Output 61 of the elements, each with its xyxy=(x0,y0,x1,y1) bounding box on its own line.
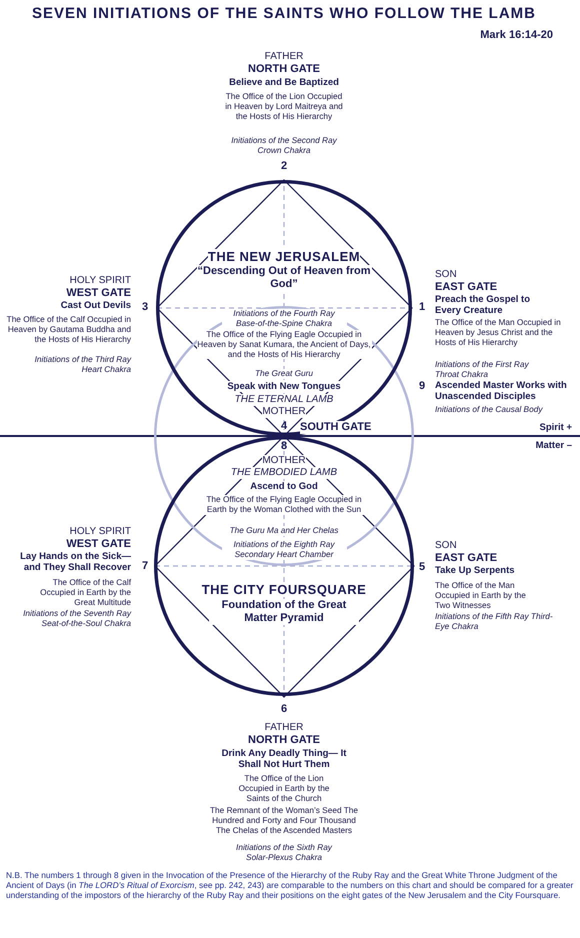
body-text: The Office of the Flying Eagle Occupied in Heaven by Sanat Kumara, the Ancient of Days, and the Hosts of His Hierarchy xyxy=(196,330,372,360)
gate-title: FATHER xyxy=(264,51,304,63)
bold-text: Foundation of the Great Matter Pyramid xyxy=(209,599,359,625)
gate-number: 1 xyxy=(418,301,426,314)
gate-number: 8 xyxy=(280,440,288,453)
gate-heading: NORTH GATE xyxy=(248,734,320,747)
bold-text: Drink Any Deadly Thing— It Shall Not Hurt Them xyxy=(220,748,348,770)
body-text: The Office of the Man Occupied in Heaven by Jesus Christ and the Hosts of His Hierarchy xyxy=(435,318,562,348)
gate-heading: SOUTH GATE xyxy=(300,421,372,434)
chart-title: SEVEN INITIATIONS OF THE SAINTS WHO FOLLOW THE LAMB xyxy=(32,5,536,23)
italic-note: Initiations of the Eighth Ray Secondary Heart Chamber xyxy=(222,540,346,560)
gate-title: HOLY SPIRIT xyxy=(70,526,131,538)
bold-text: Ascended Master Works with Unascended Disciples xyxy=(435,380,568,402)
bold-text: Cast Out Devils xyxy=(60,300,131,312)
gate-number: 2 xyxy=(280,160,288,173)
gate-number: 7 xyxy=(142,560,148,573)
body-text: The Remnant of the Woman’s Seed The Hundred and Forty and Four Thousand The Chelas of the Ascended Masters xyxy=(209,806,359,836)
circle-heading: THE NEW JERUSALEM xyxy=(208,249,360,264)
gate-number: 4 xyxy=(280,420,288,433)
italic-note: Initiations of the Second Ray Crown Chakra xyxy=(230,136,338,156)
italic-note: Initiations of the Seventh Ray Seat-of-the-Soul Chakra xyxy=(22,609,131,629)
body-text: The Office of the Lion Occupied in Earth by the Saints of the Church xyxy=(238,774,330,804)
gate-number: 9 xyxy=(418,380,426,393)
gate-number: 6 xyxy=(280,703,288,716)
quote-text: “Descending Out of Heaven from God” xyxy=(196,265,372,291)
italic-note: The Great Guru xyxy=(254,369,314,379)
body-text: The Office of the Lion Occupied in Heaven by Lord Maitreya and the Hosts of His Hierarchy xyxy=(224,92,344,122)
scripture-reference: Mark 16:14-20 xyxy=(480,29,553,42)
gate-title: MOTHER xyxy=(262,406,306,418)
gate-title: SON xyxy=(435,269,457,281)
bold-text: Lay Hands on the Sick— and They Shall Recover xyxy=(19,551,131,574)
gate-title: SON xyxy=(435,540,457,552)
italic-note: Initiations of the Fifth Ray Third-Eye Chakra xyxy=(435,612,553,632)
italic-note: Initiations of the Fourth Ray Base-of-the-Spine Chakra xyxy=(222,309,346,329)
body-text: The Office of the Calf Occupied in Heaven by Gautama Buddha and the Hosts of His Hierarchy xyxy=(6,315,131,344)
gate-title: HOLY SPIRIT xyxy=(70,275,131,287)
gate-heading: NORTH GATE xyxy=(248,63,320,76)
bold-text: Speak with New Tongues xyxy=(227,381,341,392)
gate-number: 5 xyxy=(418,561,426,574)
bold-text: Believe and Be Baptized xyxy=(229,77,339,88)
circle-heading: THE CITY FOURSQUARE xyxy=(202,582,366,598)
body-text: The Office of the Calf Occupied in Earth by the Great Multitude xyxy=(39,578,131,608)
gate-heading: WEST GATE xyxy=(66,287,131,300)
italic-note: Initiations of the Sixth Ray Solar-Plexus Chakra xyxy=(235,843,334,863)
body-text: The Office of the Man Occupied in Earth by the Two Witnesses xyxy=(435,581,527,610)
italic-note: Initiations of the Third Ray Heart Chakra xyxy=(34,355,131,375)
italic-heading: THE EMBODIED LAMB xyxy=(230,467,338,479)
italic-note: The Guru Ma and Her Chelas xyxy=(230,526,338,536)
gate-heading: WEST GATE xyxy=(66,538,131,551)
bold-text: Preach the Gospel to Every Creature xyxy=(435,294,532,316)
italic-heading: THE ETERNAL LAMB xyxy=(234,394,334,406)
polarity-label: Matter – xyxy=(536,440,572,452)
italic-note: Initiations of the First Ray Throat Chakra xyxy=(435,360,530,380)
gate-number: 3 xyxy=(142,301,148,314)
footnote: N.B. The numbers 1 through 8 given in the Invocation of the Presence of the Hierarchy of the Ruby Ray and the Great White Throne Judgment of the Ancient of Days (in The LORD’s Ritual of Exorcism, see pp. 242, 243) are comparable to the numbers on this chart and should be compared for a greater understanding of the impostors of the hierarchy of the Ruby Ray and their positions on the eight gates of the New Jerusalem and the City Foursquare. xyxy=(6,871,574,901)
polarity-label: Spirit + xyxy=(540,422,572,434)
italic-note: Initiations of the Causal Body xyxy=(435,405,542,415)
bold-text: Ascend to God xyxy=(250,481,318,492)
bold-text: Take Up Serpents xyxy=(435,565,515,576)
gate-title: MOTHER xyxy=(262,455,306,467)
gate-title: FATHER xyxy=(264,722,304,734)
